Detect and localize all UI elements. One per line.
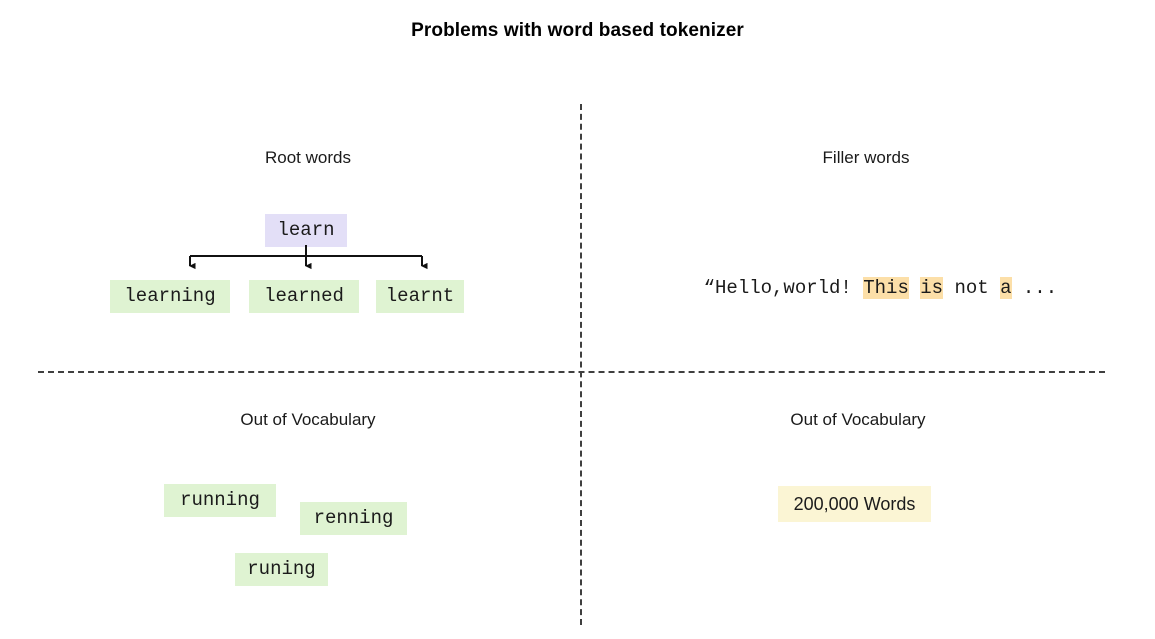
oov-word-chip-runing: runing (235, 553, 328, 586)
derived-word-chip-learned: learned (249, 280, 359, 313)
vertical-divider (580, 104, 582, 625)
quadrant-heading-out-of-vocabulary-left: Out of Vocabulary (240, 410, 376, 429)
root-word-chip-learn: learn (265, 214, 347, 247)
oov-word-chip-running: running (164, 484, 276, 517)
vocabulary-size-chip: 200,000 Words (778, 486, 931, 522)
quadrant-heading-filler-words: Filler words (822, 148, 910, 167)
sentence-segment-ellipsis: ... (1011, 277, 1058, 299)
oov-word-chip-renning: renning (300, 502, 407, 535)
root-word-tree-arrows (188, 245, 428, 270)
derived-word-chip-learning: learning (110, 280, 230, 313)
sentence-segment-space-1 (909, 277, 920, 299)
filler-token-a: a (1000, 277, 1012, 299)
filler-token-this: This (863, 277, 909, 299)
filler-token-is: is (920, 277, 944, 299)
quadrant-heading-out-of-vocabulary-right: Out of Vocabulary (790, 410, 926, 429)
quadrant-heading-root-words: Root words (265, 148, 351, 167)
sentence-segment-prefix: “Hello,world! (703, 277, 864, 299)
page-title: Problems with word based tokenizer (411, 20, 744, 41)
derived-word-chip-learnt: learnt (376, 280, 464, 313)
horizontal-divider (38, 371, 1105, 373)
filler-words-sentence: “Hello,world! This is not a ... (658, 237, 1057, 299)
sentence-segment-not: not (943, 277, 1001, 299)
